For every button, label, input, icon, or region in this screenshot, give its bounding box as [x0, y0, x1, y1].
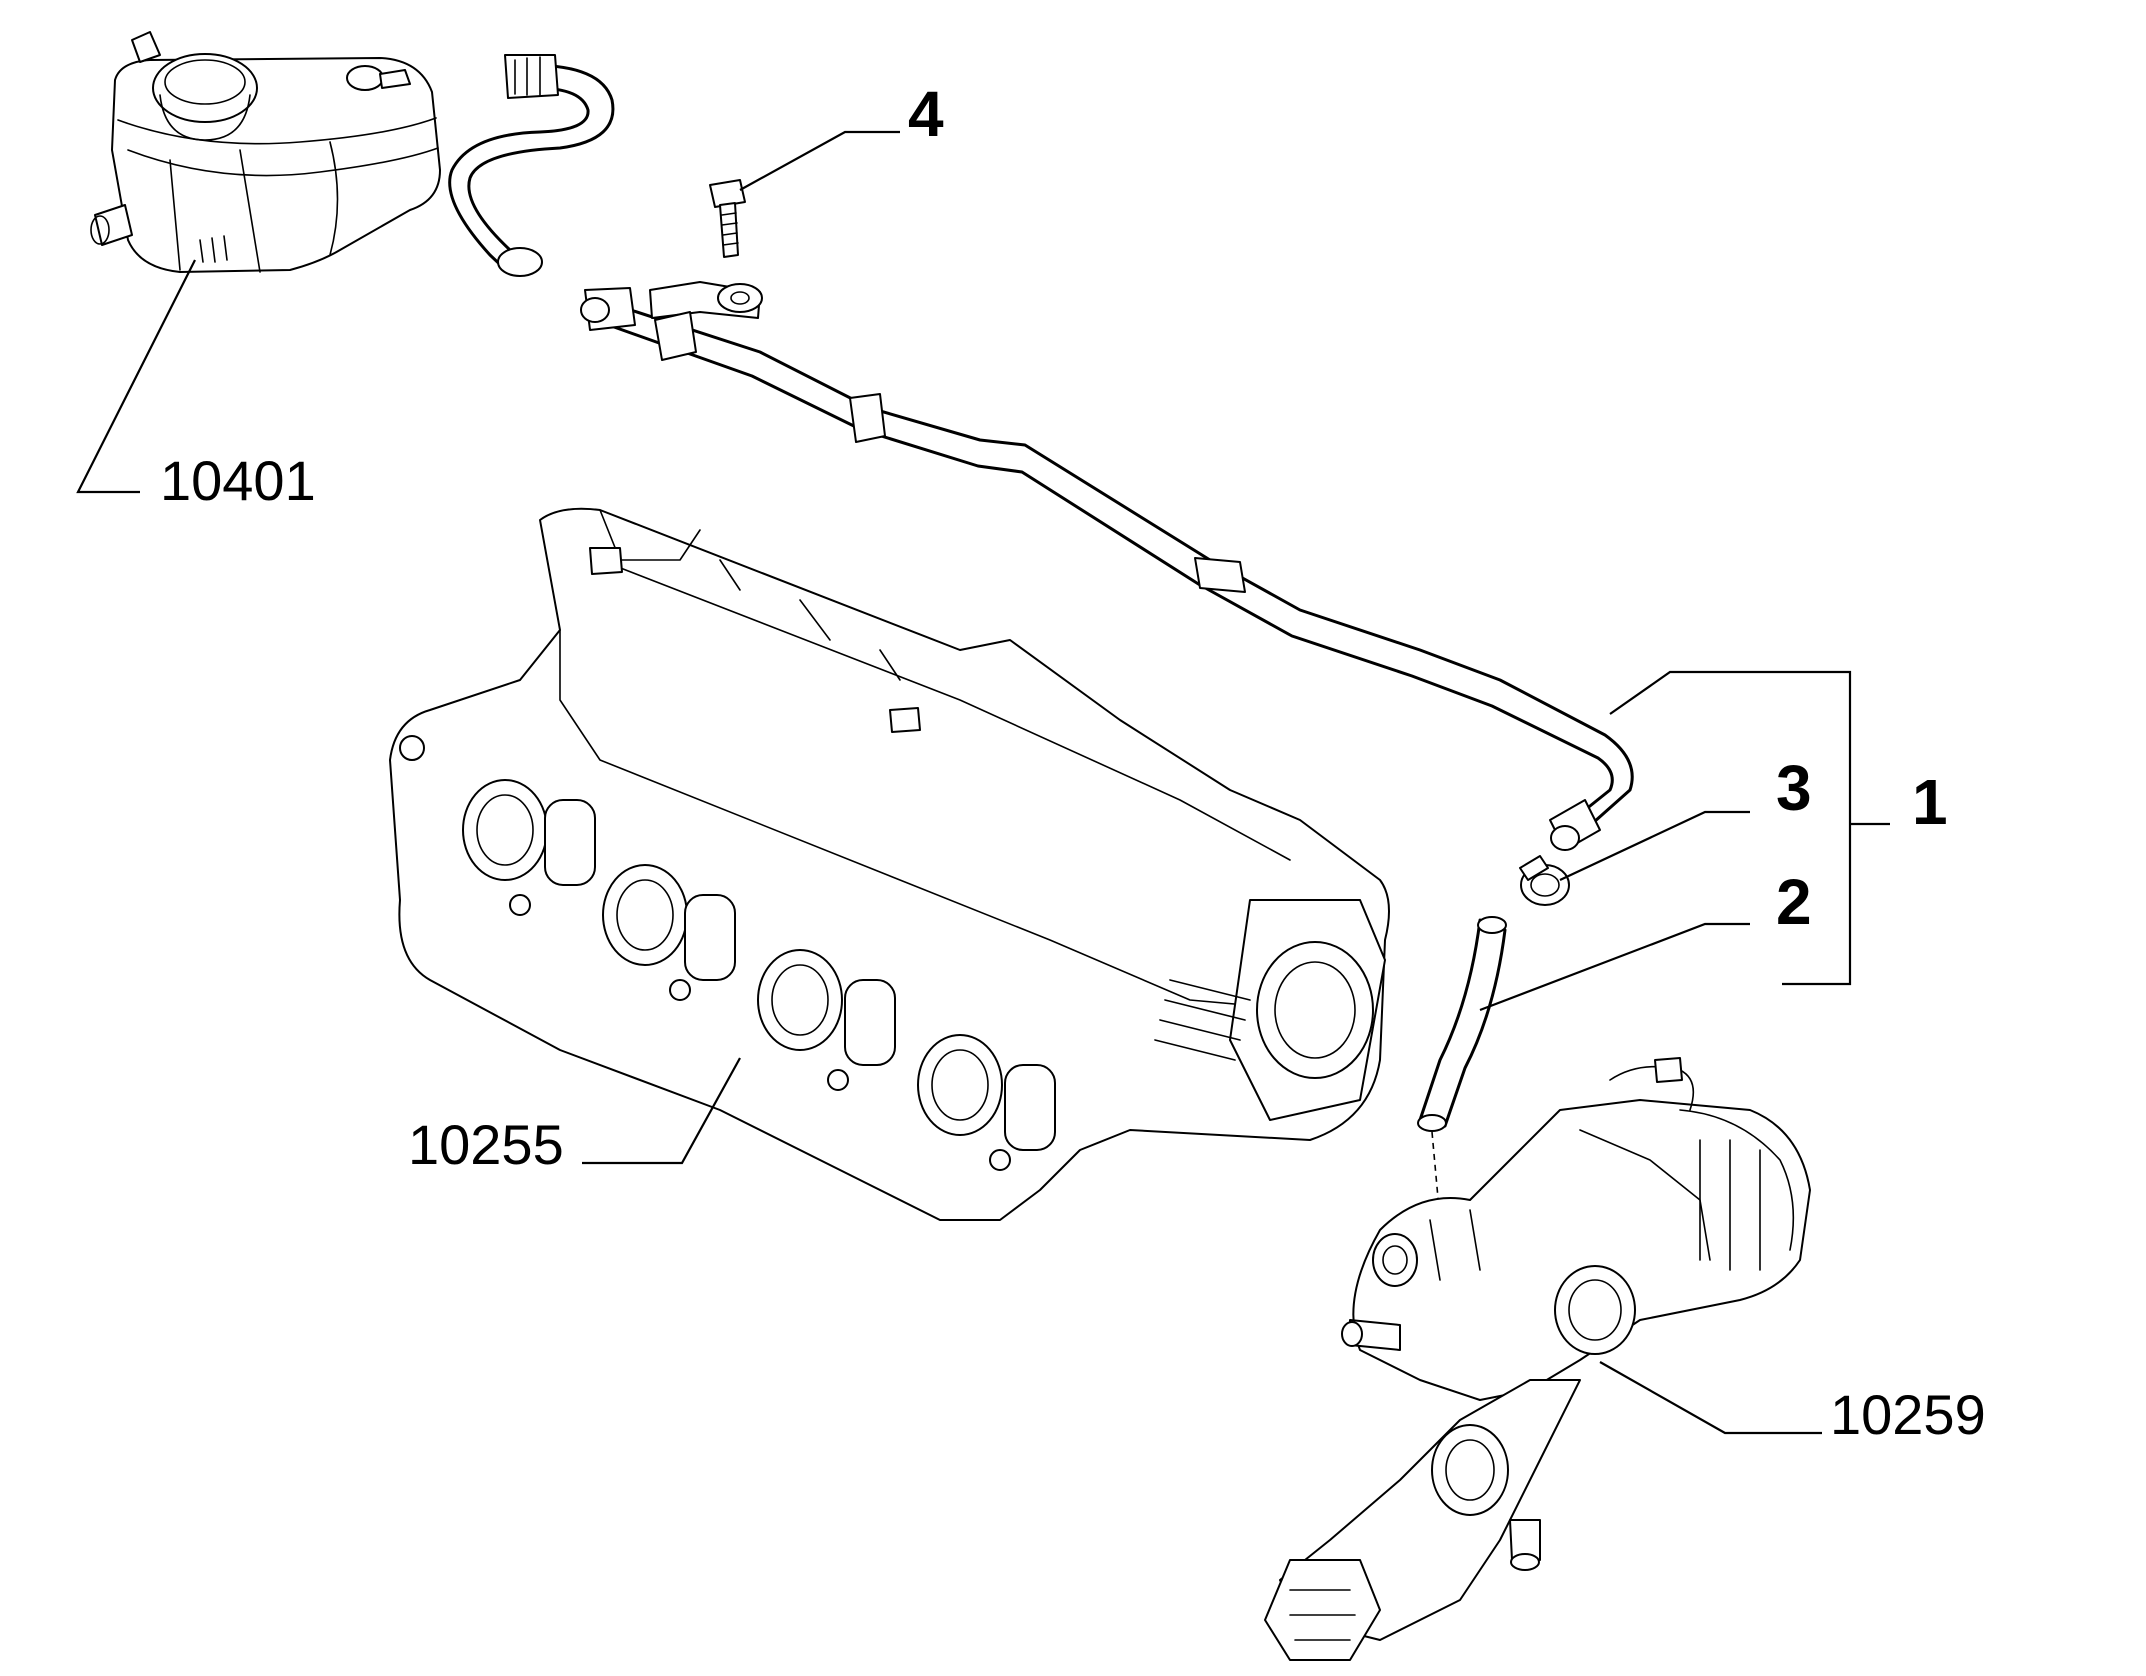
ref-10259-label: 10259	[1830, 1383, 1986, 1446]
ref-10255-label: 10255	[408, 1113, 564, 1176]
leader-1-pipe	[1609, 670, 1852, 986]
leader-10401	[76, 259, 196, 494]
leader-lines	[76, 130, 1890, 1435]
intake-manifold	[389, 507, 1390, 1221]
bolt	[709, 179, 746, 258]
ref-10401-label: 10401	[160, 449, 316, 512]
coolant-hose-lower	[1417, 916, 1507, 1221]
coolant-hose-upper	[448, 54, 615, 277]
egr-module	[1264, 1057, 1811, 1661]
part-1-label: 1	[1912, 766, 1948, 838]
leader-3	[1559, 810, 1750, 881]
hose-clamp	[1519, 855, 1570, 906]
leader-10259	[1599, 1361, 1822, 1435]
part-3-label: 3	[1776, 752, 1812, 824]
leader-2	[1479, 922, 1750, 1012]
part-4-label: 4	[908, 78, 944, 150]
coolant-pipe	[580, 281, 1634, 851]
expansion-tank	[90, 31, 441, 273]
leader-4	[739, 130, 900, 191]
part-2-label: 2	[1776, 866, 1812, 938]
leader-10255	[582, 1057, 741, 1165]
